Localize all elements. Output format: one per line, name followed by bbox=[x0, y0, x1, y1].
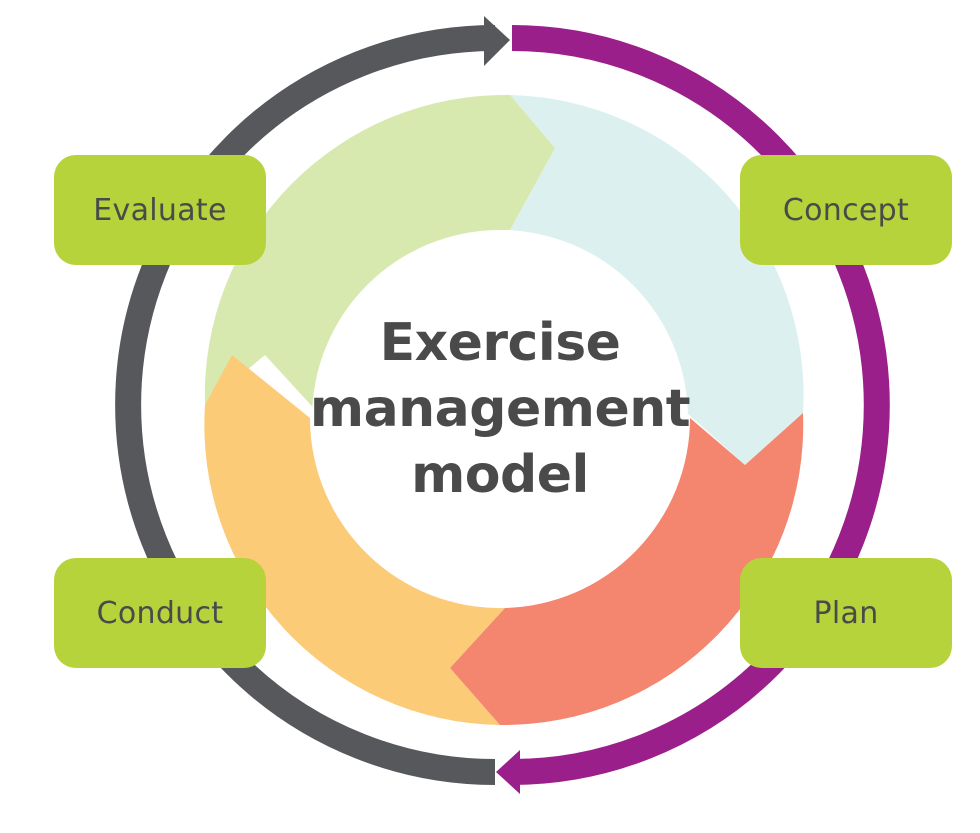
center-title-line-1: Exercise bbox=[379, 313, 621, 373]
center-title: Exercise management model bbox=[305, 310, 695, 508]
arrowhead-gray-icon bbox=[484, 16, 510, 66]
stage-box-conduct: Conduct bbox=[54, 558, 266, 668]
center-title-line-3: model bbox=[411, 445, 589, 505]
stage-box-evaluate: Evaluate bbox=[54, 155, 266, 265]
segment-concept bbox=[510, 95, 804, 465]
stage-box-concept: Concept bbox=[740, 155, 952, 265]
arrowhead-purple-icon bbox=[496, 750, 520, 794]
center-circle bbox=[312, 230, 688, 606]
outer-arc-gray bbox=[115, 25, 496, 785]
outer-arc-purple bbox=[511, 25, 890, 785]
center-title-line-2: management bbox=[309, 379, 691, 439]
segment-evaluate bbox=[204, 94, 555, 415]
segment-plan bbox=[450, 413, 804, 726]
segment-conduct bbox=[204, 355, 505, 725]
stage-box-plan: Plan bbox=[740, 558, 952, 668]
